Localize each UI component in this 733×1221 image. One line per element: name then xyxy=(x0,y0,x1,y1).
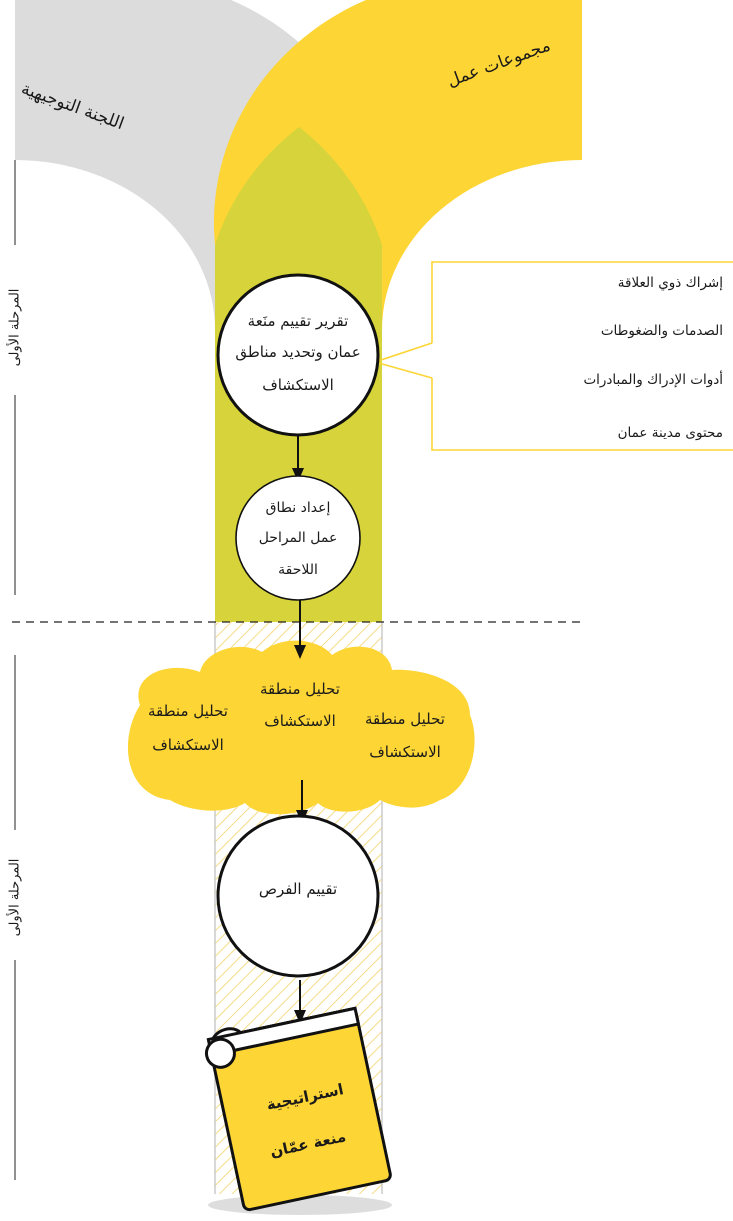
branch-overlap xyxy=(215,127,382,330)
opportunity-assessment-node xyxy=(216,814,380,978)
report-node-line-1: تقرير تقييم منَعة xyxy=(247,312,349,330)
input-item-amman-context: محتوى مدينة عمان xyxy=(617,425,723,441)
cloud-right-line-1: تحليل منطقة xyxy=(365,710,445,728)
cloud-center-line-1: تحليل منطقة xyxy=(260,680,340,698)
scope-node-line-2: عمل المراحل xyxy=(258,530,338,546)
input-item-tools-initiatives: أدوات الإدراك والمبادرات xyxy=(583,372,723,388)
input-item-stakeholders: إشراك ذوي العلاقة xyxy=(617,275,723,291)
phase-label-top: المرحلة الأولى xyxy=(7,288,23,367)
scope-node-line-3: اللاحقة xyxy=(278,562,318,578)
report-node xyxy=(216,273,380,437)
analysis-cloud xyxy=(127,640,475,815)
scope-node-line-1: إعداد نطاق xyxy=(265,500,331,516)
flow-arrows xyxy=(292,435,308,1024)
cloud-center-line-2: الاستكشاف xyxy=(264,712,336,730)
inputs-box-frame xyxy=(431,261,733,451)
scope-node xyxy=(235,475,361,601)
cloud-left-line-2: الاستكشاف xyxy=(152,736,224,754)
input-item-shocks-stresses: الصدمات والضغوطات xyxy=(600,323,723,339)
opportunity-assessment-label: تقييم الفرص xyxy=(258,880,338,898)
cloud-right-line-2: الاستكشاف xyxy=(369,743,441,761)
strategy-book xyxy=(204,1006,392,1212)
cloud-left-line-1: تحليل منطقة xyxy=(148,702,228,720)
report-node-line-2: عمان وتحديد مناطق xyxy=(235,343,361,361)
report-node-line-3: الاستكشاف xyxy=(262,376,334,394)
phase-label-bottom: المرحلة الأولى xyxy=(7,858,23,937)
